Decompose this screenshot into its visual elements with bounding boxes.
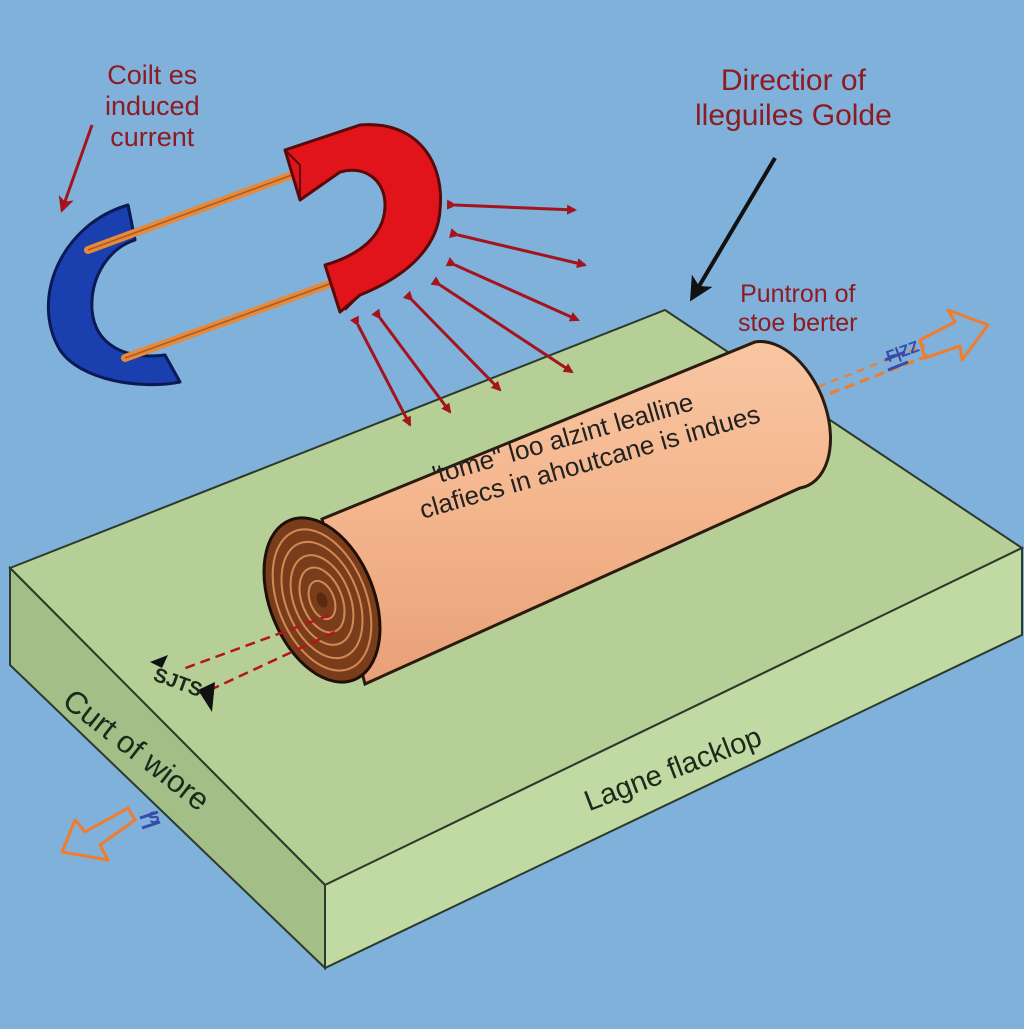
slab-front-face	[324, 546, 1023, 970]
cylinder-coil	[262, 340, 832, 687]
label-line: Directior of	[720, 64, 866, 97]
label-direction-of: Directior of lleguiles Golde	[695, 64, 892, 133]
coil-dashed-leads	[179, 613, 336, 692]
direction-pointer	[689, 156, 777, 302]
induced-current-pointer	[58, 124, 94, 213]
left-orange-arrow	[60, 806, 137, 862]
right-orange-arrow	[918, 308, 990, 362]
magnet-blue-arm	[46, 203, 182, 387]
label-line: induced	[105, 91, 200, 122]
label-line: stoe berter	[738, 308, 858, 337]
label-line: Coilt es	[107, 60, 198, 90]
label-puntron-of: Puntron of stoe berter	[738, 280, 858, 338]
slab	[8, 308, 1024, 971]
label-line: Puntron of	[740, 280, 856, 308]
magnet-red-arm	[283, 123, 443, 314]
magnet	[46, 123, 443, 387]
label-line: current	[110, 122, 195, 153]
left-tag-group	[150, 655, 215, 712]
label-coil-induced-current: Coilt es induced current	[105, 60, 200, 153]
label-line: lleguiles Golde	[695, 98, 892, 132]
right-blue-marks	[884, 350, 909, 372]
left-blue-marks	[139, 810, 161, 830]
field-arrows	[349, 199, 587, 427]
